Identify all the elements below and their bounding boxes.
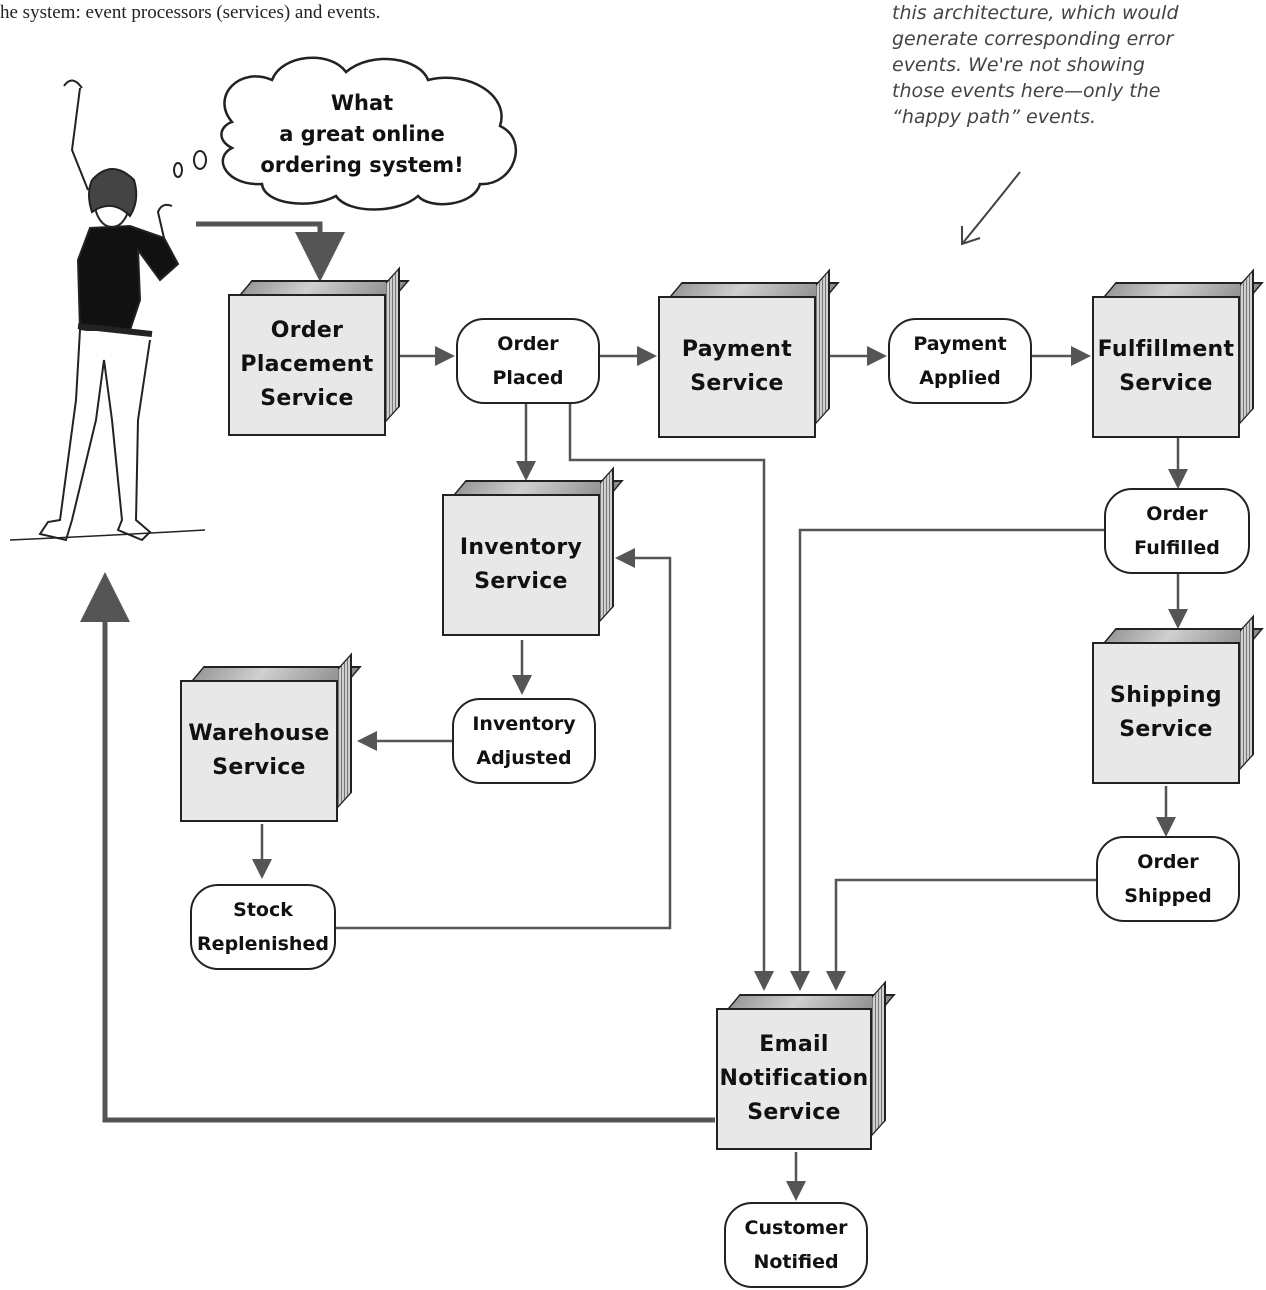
stock-replenished-event: Stock Replenished [190, 884, 336, 970]
service-label: Placement [240, 352, 374, 377]
service-label: Shipping [1110, 683, 1222, 708]
arrow-email-to-customer [80, 572, 715, 1123]
order-placement-service: Order Placement Service [228, 266, 410, 436]
thought-dot [173, 162, 183, 178]
note-line: events. We're not showing [892, 54, 1145, 76]
service-label: Inventory [459, 535, 583, 560]
order-fulfilled-event: Order Fulfilled [1104, 488, 1250, 574]
event-label: Adjusted [476, 747, 572, 769]
warehouse-service: Warehouse Service [180, 652, 362, 822]
service-label: Service [690, 371, 784, 396]
thought-dot [193, 150, 207, 170]
service-label: Fulfillment [1097, 337, 1235, 362]
service-label: Notification [719, 1066, 869, 1091]
inventory-service: Inventory Service [442, 466, 624, 636]
note-line: this architecture, which would [892, 2, 1179, 24]
event-label: Notified [753, 1251, 839, 1273]
event-label: Order [497, 333, 559, 355]
service-label: Service [212, 755, 306, 780]
note-line: “happy path” events. [892, 106, 1097, 128]
event-label: Payment [913, 333, 1007, 355]
order-shipped-event: Order Shipped [1096, 836, 1240, 922]
event-label: Applied [919, 367, 1001, 389]
event-label: Fulfilled [1134, 537, 1220, 559]
service-label: Service [260, 386, 354, 411]
inventory-adjusted-event: Inventory Adjusted [452, 698, 596, 784]
event-label: Order [1146, 503, 1208, 525]
service-label: Payment [681, 337, 793, 362]
note-line: generate corresponding error [892, 28, 1174, 50]
payment-service: Payment Service [658, 268, 840, 438]
arrow-order-fulfilled-to-email [790, 528, 1104, 991]
email-notification-service: Email Notification Service [716, 980, 896, 1150]
customer-notified-event: Customer Notified [724, 1202, 868, 1288]
arrow-order-placed-to-email [568, 404, 774, 991]
event-label: Customer [744, 1217, 848, 1239]
event-label: Shipped [1124, 885, 1212, 907]
shipping-service: Shipping Service [1092, 614, 1264, 784]
note-line: those events here—only the [892, 80, 1161, 102]
bubble-line: What [330, 91, 394, 115]
event-label: Inventory [472, 713, 576, 735]
service-label: Warehouse [188, 721, 330, 746]
note-pointer-head [961, 226, 981, 246]
order-placed-event: Order Placed [456, 318, 600, 404]
arrow-stock-replenished-to-inventory [334, 548, 672, 930]
service-label: Service [1119, 371, 1213, 396]
event-label: Stock [233, 899, 293, 921]
service-label: Service [1119, 717, 1213, 742]
speech-bubble-text: What a great online ordering system! [232, 88, 492, 181]
bubble-line: ordering system! [260, 153, 464, 177]
service-label: Order [270, 318, 344, 343]
event-label: Order [1137, 851, 1199, 873]
fulfillment-service: Fulfillment Service [1092, 268, 1264, 438]
caption-text: he system: event processors (services) a… [0, 2, 381, 23]
bubble-line: a great online [279, 122, 445, 146]
service-label: Service [747, 1100, 841, 1125]
event-label: Placed [492, 367, 564, 389]
annotation-note: this architecture, which would generate … [892, 0, 1222, 130]
service-label: Email [759, 1032, 829, 1057]
arrow-customer-to-order-placement [196, 221, 345, 282]
speech-cloud [220, 56, 518, 211]
service-label: Service [474, 569, 568, 594]
event-label: Replenished [197, 933, 329, 955]
note-pointer-arrow [961, 171, 1021, 245]
payment-applied-event: Payment Applied [888, 318, 1032, 404]
person-illustration [9, 79, 206, 542]
arrow-order-shipped-to-email [826, 878, 1096, 991]
